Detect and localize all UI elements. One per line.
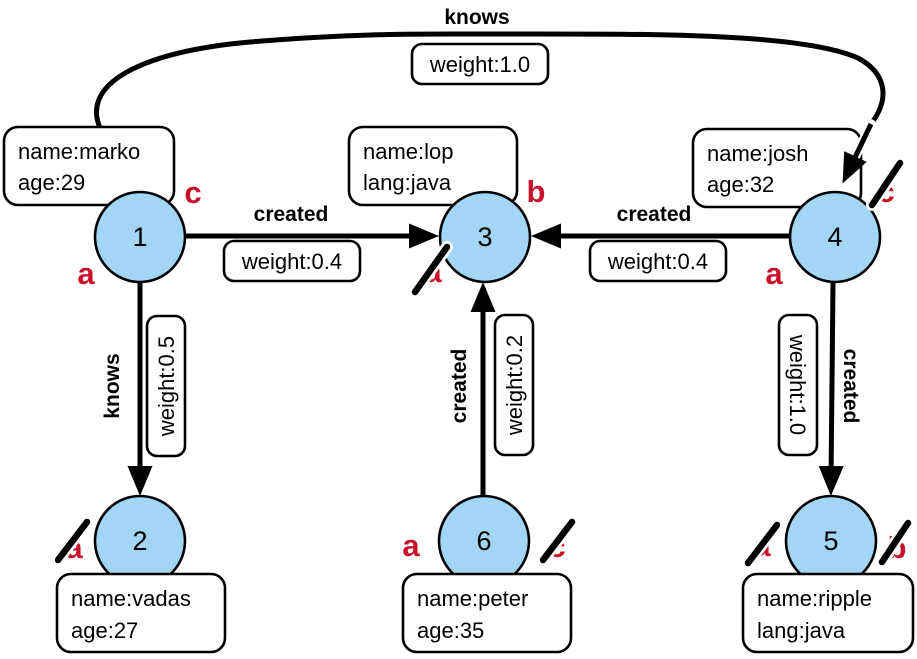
strikethrough-c-node-6	[537, 516, 578, 566]
edge-knows-1-4	[91, 29, 888, 207]
weight-label-created-1-3: weight:0.4	[241, 249, 342, 274]
strikethrough-c-node-4	[866, 157, 906, 211]
strikethrough-a-node-5	[742, 519, 783, 569]
edge-label-knows-1-4: knows	[444, 6, 509, 29]
node-6: 6	[437, 494, 531, 588]
edge-knows-1-4-arrow	[842, 119, 876, 184]
props-lop-line2: lang:java	[363, 170, 452, 195]
node-1: 1	[93, 190, 187, 284]
strikethrough-b-node-5	[876, 517, 914, 568]
props-peter-line1: name:peter	[417, 586, 528, 611]
node-3-id: 3	[477, 222, 492, 252]
weight-box-created-1-3: weight:0.4	[222, 239, 362, 283]
props-box-marko: name:marko age:29	[2, 125, 176, 207]
marker-c-node-1: c	[184, 175, 201, 210]
weight-label-created-6-3: weight:0.2	[502, 335, 527, 436]
edge-label-created-4-5: created	[839, 349, 862, 424]
strikethrough-a-node-3	[409, 241, 453, 298]
weight-box-knows-1-4: weight:1.0	[410, 42, 550, 86]
props-vadas-line2: age:27	[71, 618, 138, 643]
node-4-circle	[788, 190, 882, 284]
node-4: 4	[788, 190, 882, 284]
props-peter-line2: age:35	[417, 618, 484, 643]
edge-knows-1-4-curve	[94, 31, 886, 203]
props-vadas-line1: name:vadas	[71, 586, 191, 611]
node-4-id: 4	[827, 222, 842, 252]
marker-b-node-3: b	[527, 174, 546, 209]
props-marko-line1: name:marko	[18, 139, 140, 164]
weight-label-created-4-3: weight:0.4	[607, 249, 708, 274]
edge-label-created-6-3: created	[448, 349, 471, 424]
node-2: 2	[93, 494, 187, 588]
props-box-ripple: name:ripple lang:java	[741, 572, 915, 654]
node-5: 5	[784, 494, 878, 588]
marker-a-node-6: a	[402, 528, 420, 563]
props-box-vadas: name:vadas age:27	[55, 572, 227, 654]
weight-box-created-4-3: weight:0.4	[588, 239, 728, 283]
edge-created-4-5	[818, 278, 844, 496]
props-josh-line1: name:josh	[707, 141, 809, 166]
node-3-circle	[438, 190, 532, 284]
props-box-lop: name:lop lang:java	[347, 125, 519, 207]
props-ripple-line1: name:ripple	[757, 586, 872, 611]
edge-label-created-4-3: created	[617, 203, 692, 226]
edge-label-created-1-3: created	[254, 203, 329, 226]
node-2-id: 2	[132, 526, 147, 556]
node-1-circle	[93, 190, 187, 284]
weight-box-created-4-5: weight:1.0	[777, 313, 819, 457]
props-ripple-line2: lang:java	[757, 618, 846, 643]
node-5-id: 5	[823, 526, 838, 556]
strikethrough-a-node-2	[52, 516, 93, 566]
node-3: 3	[438, 190, 532, 284]
props-box-peter: name:peter age:35	[401, 572, 573, 654]
node-1-id: 1	[132, 222, 147, 252]
weight-label-knows-1-4: weight:1.0	[429, 52, 530, 77]
weight-box-created-6-3: weight:0.2	[493, 313, 535, 457]
props-box-josh: name:josh age:32	[691, 127, 863, 209]
props-marko-line2: age:29	[18, 170, 85, 195]
props-josh-line2: age:32	[707, 172, 774, 197]
edge-label-knows-1-2: knows	[101, 353, 124, 418]
props-lop-line1: name:lop	[363, 139, 454, 164]
marker-a-node-1: a	[77, 256, 95, 291]
weight-label-knows-1-2: weight:0.5	[154, 336, 179, 437]
marker-a-node-4: a	[765, 256, 783, 291]
weight-label-created-4-5: weight:1.0	[785, 334, 810, 435]
node-6-id: 6	[476, 526, 491, 556]
weight-box-knows-1-2: weight:0.5	[145, 314, 187, 458]
